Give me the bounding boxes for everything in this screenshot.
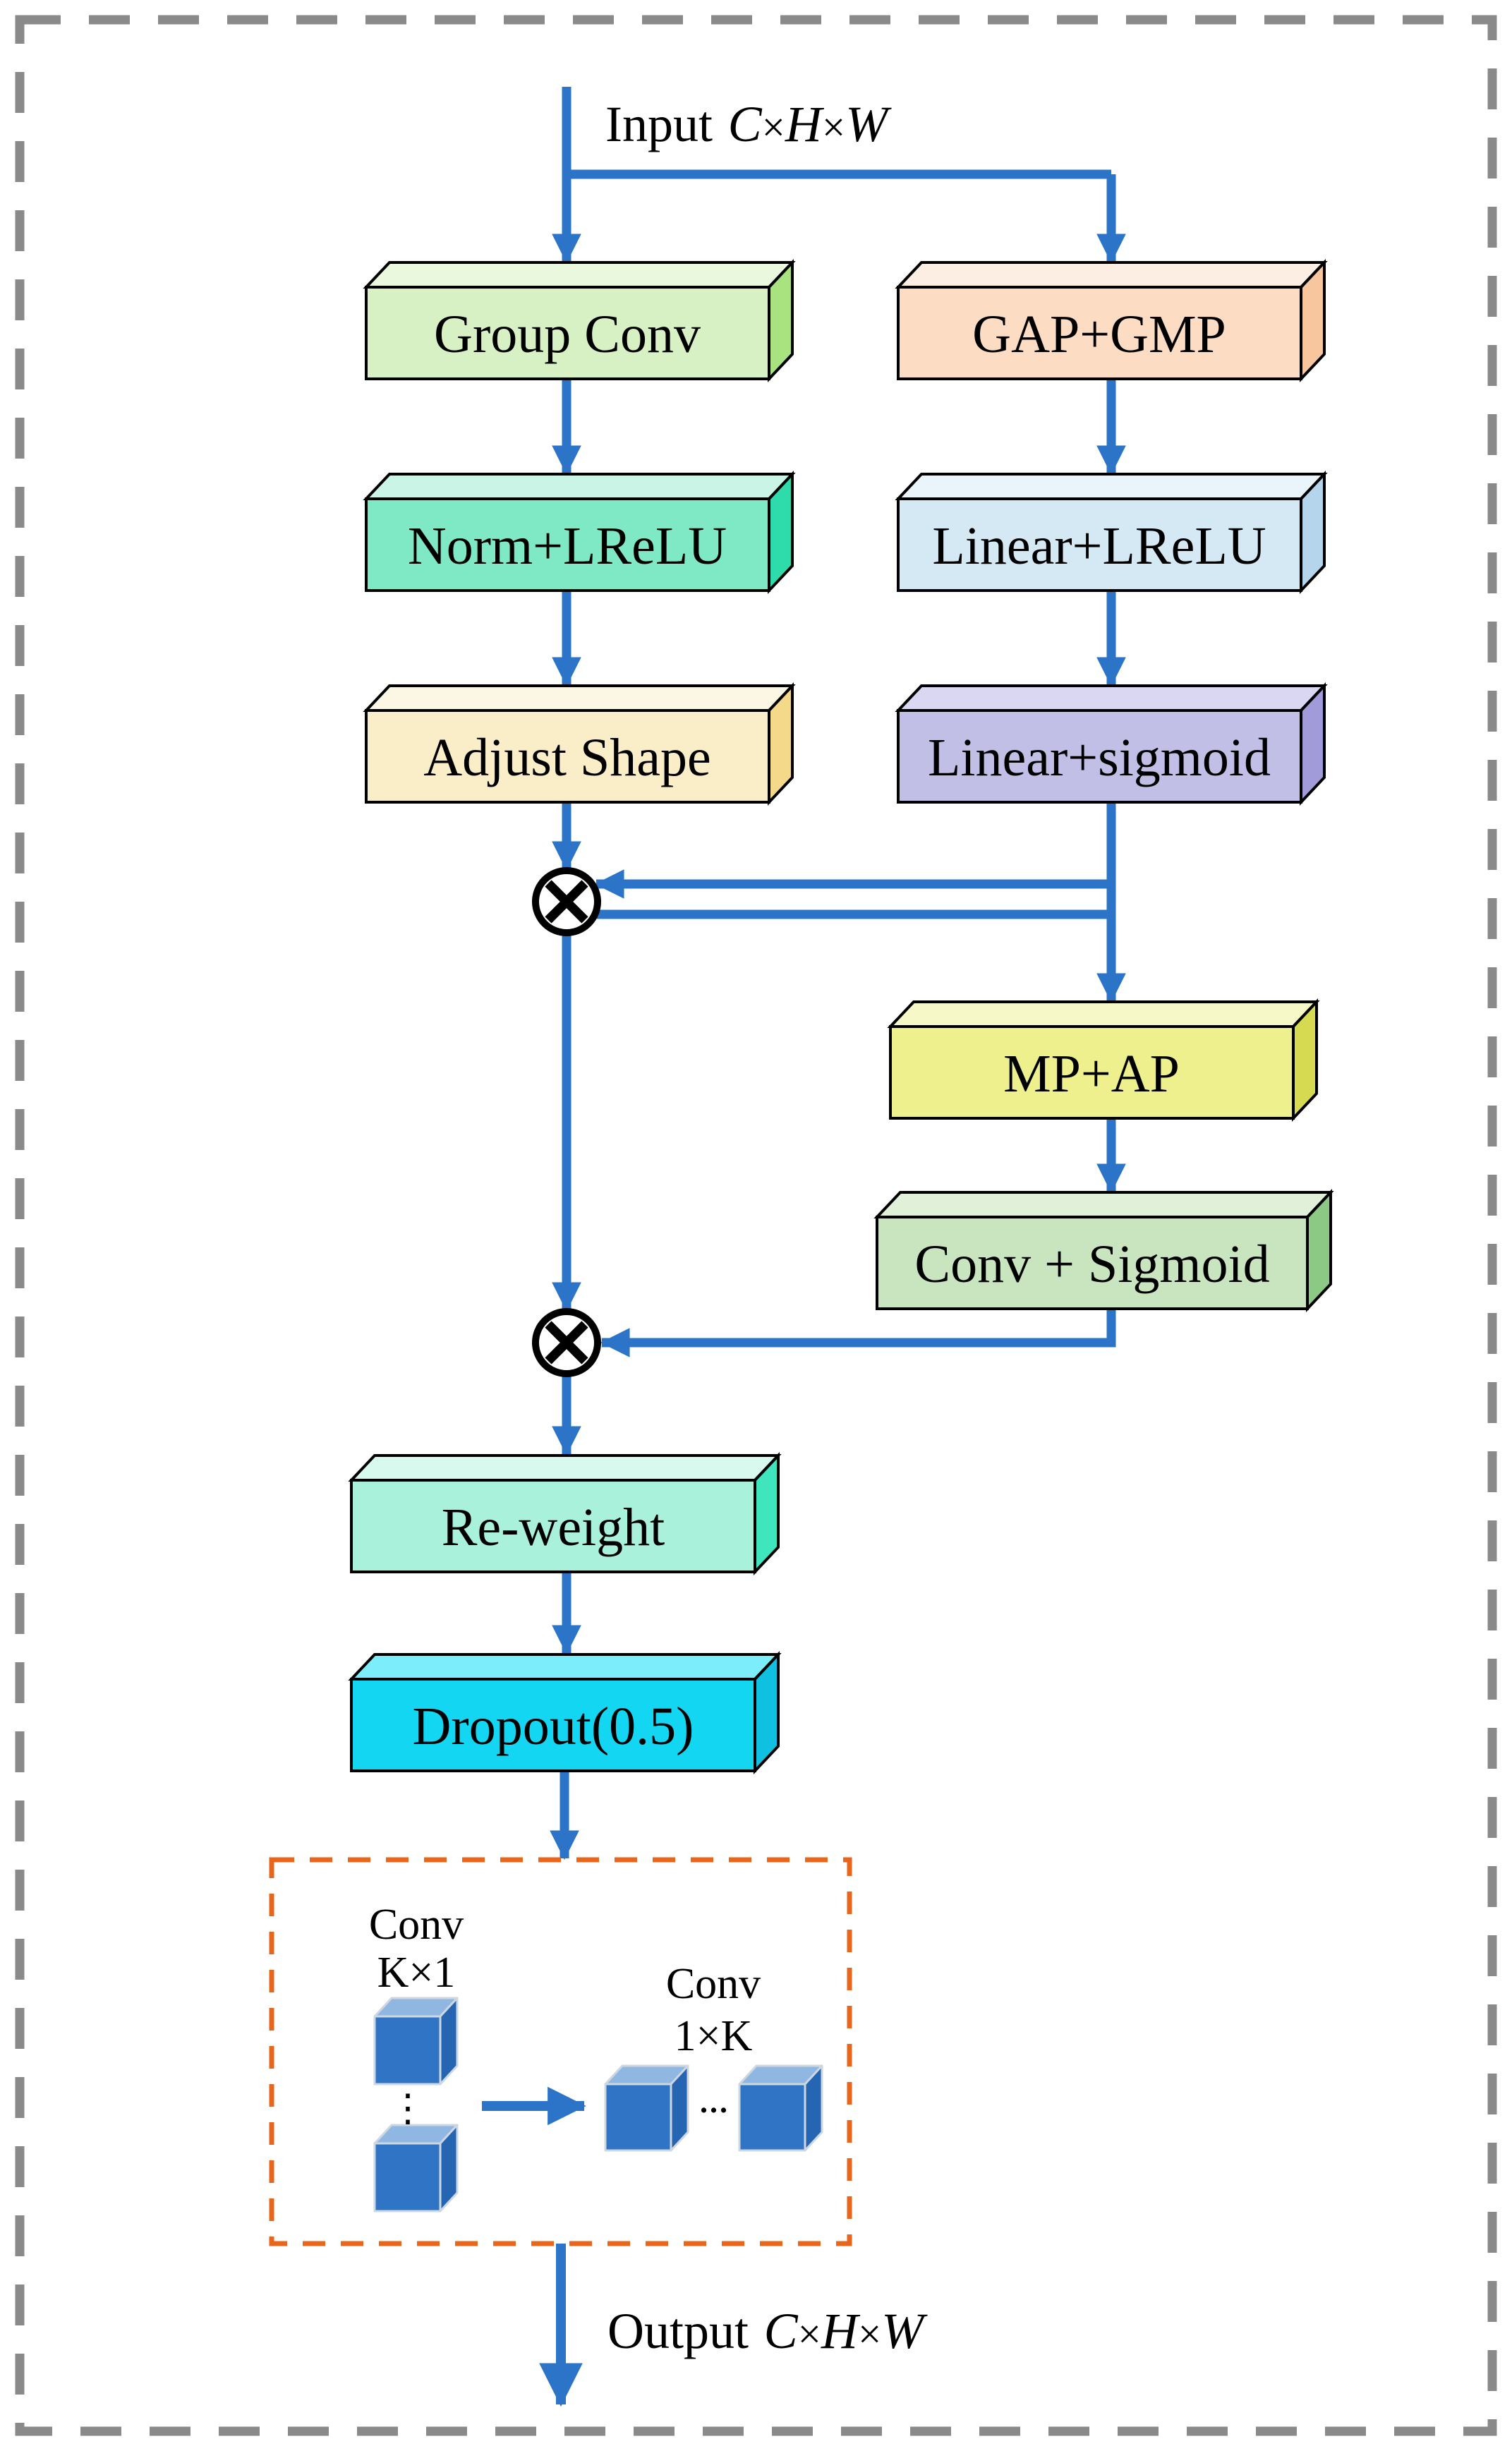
- kernel-right-title: Conv: [665, 1960, 761, 2008]
- block-reweight: [348, 1451, 782, 1576]
- kernel-cube: [604, 2064, 689, 2152]
- block-label-mp-ap: MP+AP: [1003, 1044, 1180, 1103]
- block-group-conv: [363, 258, 796, 383]
- kernel-cube: [373, 2124, 459, 2213]
- kernel-right-size: 1×K: [674, 2012, 753, 2060]
- block-conv-sigmoid: [873, 1188, 1334, 1313]
- block-gap-gmp: [895, 258, 1328, 383]
- block-label-conv-sigmoid: Conv + Sigmoid: [914, 1235, 1270, 1294]
- block-label-dropout: Dropout(0.5): [412, 1697, 694, 1756]
- block-norm-lrelu: [363, 470, 796, 595]
- block-mp-ap: [887, 998, 1320, 1122]
- kernel-vertical-dots-icon: ⋮: [389, 2087, 427, 2129]
- kernel-cube: [373, 1997, 459, 2086]
- multiply-icon: [532, 1308, 601, 1377]
- arrow-convsigmoid-to-multiply2: [600, 1309, 1116, 1357]
- kernel-left-title: Conv: [368, 1901, 464, 1949]
- block-dropout: [348, 1650, 782, 1775]
- block-label-gap-gmp: GAP+GMP: [972, 305, 1226, 364]
- block-linear-sigmoid: [895, 682, 1328, 806]
- block-adjust-shape: [363, 682, 796, 806]
- kernel-left-size: K×1: [377, 1949, 456, 1997]
- block-label-group-conv: Group Conv: [434, 305, 701, 364]
- kernel-cube: [738, 2064, 823, 2152]
- block-linear-lrelu: [895, 470, 1328, 595]
- block-label-reweight: Re-weight: [441, 1498, 665, 1557]
- kernel-panel-dashed-box: [269, 1857, 852, 2246]
- block-label-linear-sigmoid: Linear+sigmoid: [927, 728, 1271, 787]
- connector-arrows: [482, 87, 1126, 2407]
- block-label-linear-lrelu: Linear+LReLU: [932, 516, 1266, 576]
- multiply-icon: [532, 867, 601, 936]
- block-label-adjust-shape: Adjust Shape: [423, 728, 711, 787]
- block-label-norm-lrelu: Norm+LReLU: [407, 516, 727, 576]
- kernel-horizontal-dots-icon: ...: [700, 2085, 730, 2119]
